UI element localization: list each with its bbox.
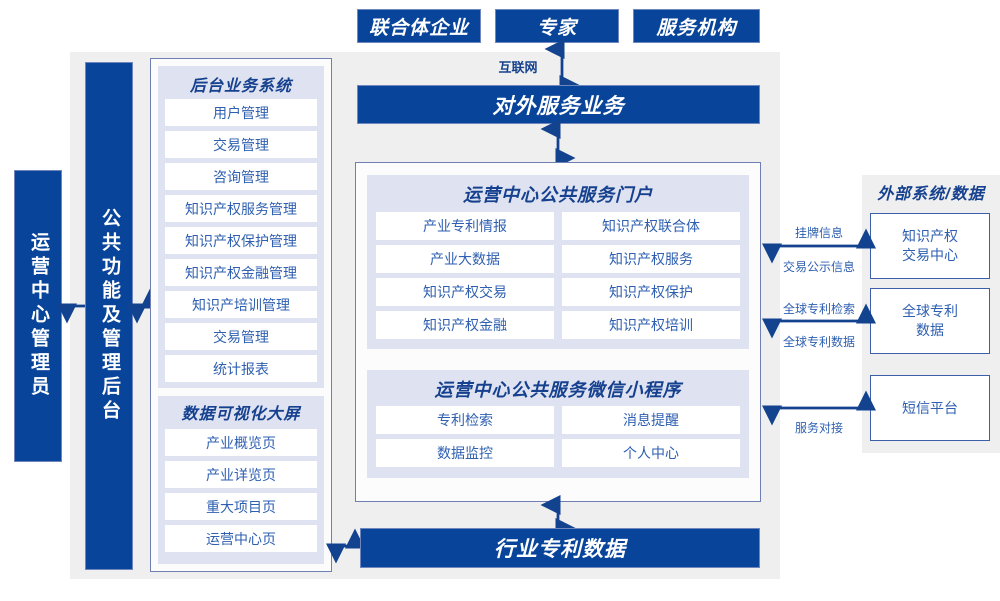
portal-item[interactable]: 知识产权培训 xyxy=(562,311,740,339)
center-to-bottombar-arrow xyxy=(540,495,576,538)
dashboard-item[interactable]: 运营中心页 xyxy=(165,525,317,552)
backoffice-item[interactable]: 知识产培训管理 xyxy=(165,291,317,318)
portal-title: 运营中心公共服务门户 xyxy=(463,185,653,205)
external-systems-title: 外部系统/数据 xyxy=(877,186,985,203)
backoffice-item[interactable]: 知识产权金融管理 xyxy=(165,259,317,286)
actor-label: 服务机构 xyxy=(656,17,737,39)
backoffice-item[interactable]: 知识产权服务管理 xyxy=(165,195,317,222)
external-service-bar[interactable]: 对外服务业务 xyxy=(357,85,760,124)
external-box-sms-platform[interactable]: 短信平台 xyxy=(870,375,990,441)
actor-box-expert[interactable]: 专家 xyxy=(495,9,619,43)
connector-arrow-sms xyxy=(762,390,876,426)
rail-operation-center-admin[interactable]: 运营中心管理员 xyxy=(14,170,62,462)
miniprogram-item[interactable]: 专利检索 xyxy=(376,406,554,434)
backoffice-item[interactable]: 交易管理 xyxy=(165,131,317,158)
backoffice-item[interactable]: 知识产权保护管理 xyxy=(165,227,317,254)
connector-label-service-docking: 服务对接 xyxy=(794,421,843,435)
connector-arrow-global-patent xyxy=(762,303,876,339)
dashboard-item[interactable]: 产业概览页 xyxy=(165,429,317,456)
miniprogram-item[interactable]: 个人中心 xyxy=(562,439,740,467)
connector-label-listing-info: 挂牌信息 xyxy=(794,226,843,240)
portal-item[interactable]: 产业专利情报 xyxy=(376,212,554,240)
backoffice-item[interactable]: 用户管理 xyxy=(165,99,317,126)
portal-item[interactable]: 知识产权保护 xyxy=(562,278,740,306)
actor-label: 联合体企业 xyxy=(368,17,469,39)
actor-box-service-agency[interactable]: 服务机构 xyxy=(633,9,760,43)
actor-label: 专家 xyxy=(536,17,577,39)
backoffice-title: 后台业务系统 xyxy=(189,78,292,95)
connector-label-global-patent-search: 全球专利检索 xyxy=(782,302,855,316)
backoffice-item[interactable]: 咨询管理 xyxy=(165,163,317,190)
backend-to-backoffice-arrow xyxy=(127,288,160,324)
dashboard-item[interactable]: 产业详览页 xyxy=(165,461,317,488)
actor-box-consortium-enterprise[interactable]: 联合体企业 xyxy=(357,9,481,43)
miniprogram-title: 运营中心公共服务微信小程序 xyxy=(434,380,682,400)
portal-item[interactable]: 知识产权交易 xyxy=(376,278,554,306)
backoffice-item[interactable]: 交易管理 xyxy=(165,323,317,350)
internet-arrow xyxy=(544,39,580,95)
industry-patent-data-bar[interactable]: 行业专利数据 xyxy=(360,528,760,568)
connector-label-global-patent-data: 全球专利数据 xyxy=(782,335,855,349)
portal-item[interactable]: 知识产权服务 xyxy=(562,245,740,273)
internet-label: 互联网 xyxy=(498,60,538,75)
rail-public-function-backend[interactable]: 公共功能及管理后台 xyxy=(85,62,133,570)
backoffice-item[interactable]: 统计报表 xyxy=(165,355,317,382)
external-box-line1: 知识产权 xyxy=(902,228,958,245)
panel-to-bottombar-arrow xyxy=(326,528,365,564)
external-box-line2: 交易中心 xyxy=(902,247,958,263)
rail-label: 公共功能及管理后台 xyxy=(98,208,120,424)
connector-label-trade-disclosure: 交易公示信息 xyxy=(782,260,855,274)
miniprogram-item[interactable]: 消息提醒 xyxy=(562,406,740,434)
portal-item[interactable]: 知识产权联合体 xyxy=(562,212,740,240)
miniprogram-item[interactable]: 数据监控 xyxy=(376,439,554,467)
rail-label: 运营中心管理员 xyxy=(27,232,49,400)
dashboard-item[interactable]: 重大项目页 xyxy=(165,493,317,520)
industry-patent-data-label: 行业专利数据 xyxy=(494,538,626,561)
service-to-portal-arrow xyxy=(540,119,576,168)
external-box-line1: 短信平台 xyxy=(902,399,958,416)
external-box-line2: 数据 xyxy=(916,322,944,338)
portal-item[interactable]: 产业大数据 xyxy=(376,245,554,273)
dashboard-title: 数据可视化大屏 xyxy=(181,406,301,423)
portal-item[interactable]: 知识产权金融 xyxy=(376,311,554,339)
external-box-global-patent-data[interactable]: 全球专利 数据 xyxy=(870,288,990,354)
external-box-line1: 全球专利 xyxy=(902,303,958,320)
external-box-ip-trading-center[interactable]: 知识产权 交易中心 xyxy=(870,213,990,279)
connector-arrow-ip-trading xyxy=(762,228,876,264)
external-service-bar-label: 对外服务业务 xyxy=(492,94,625,118)
